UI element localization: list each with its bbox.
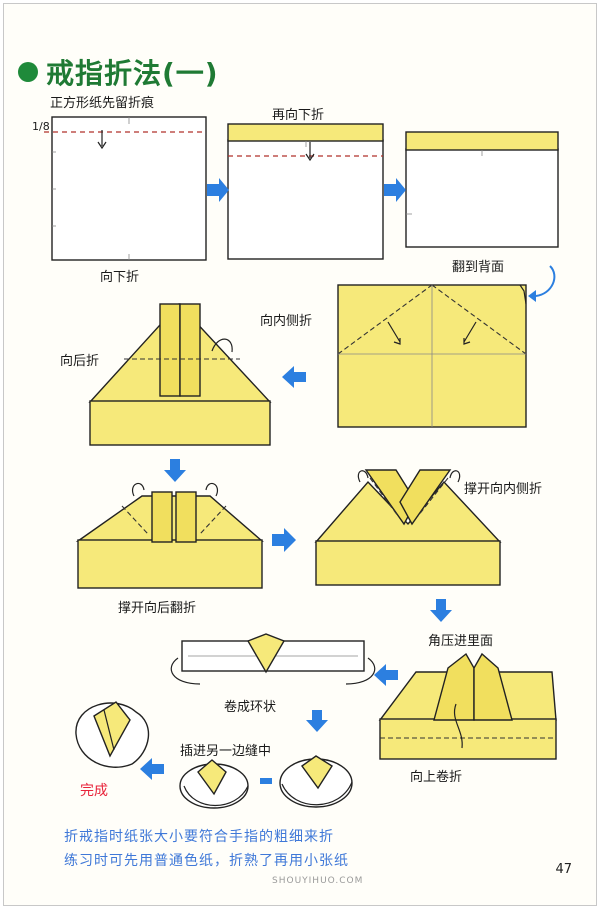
step8-label: 角压进里面 [428,634,494,649]
step4-label: 向内侧折 [260,314,313,329]
bullet-dot-icon [18,62,38,82]
step11-ring [179,755,353,809]
step6-label: 撑开向后翻折 [118,601,197,616]
step9-label: 向上卷折 [410,770,463,785]
step7-shape [314,469,502,586]
step3-bottom-label: 翻到背面 [452,260,505,275]
done-ring [75,701,150,768]
step6-shape [75,482,264,589]
step1-fraction-label: 1/8 [32,120,50,133]
step1-bottom-label: 向下折 [100,270,140,285]
note-line-1: 折戒指时纸张大小要符合手指的粗细来折 [64,829,334,845]
step2-top-label: 再向下折 [272,108,325,123]
step3-square [405,131,559,248]
step5-triangle [88,302,272,446]
step1-square [44,116,207,261]
page-number: 47 [555,862,572,877]
step10-label: 卷成环状 [224,700,277,715]
watermark: SHOUYIHUO.COM [272,876,364,886]
step7-label: 撑开向内侧折 [464,482,543,497]
instruction-page: 戒指折法(一) [3,3,597,906]
step1-top-label: 正方形纸先留折痕 [50,96,155,111]
done-label: 完成 [80,783,108,799]
step10-strip [170,633,376,685]
note-line-2: 练习时可先用普通色纸，折熟了再用小张纸 [64,853,349,869]
page-title: 戒指折法(一) [18,52,219,92]
title-text: 戒指折法(一) [46,57,219,90]
step8-shape [378,652,557,760]
step11-label: 插进另一边缝中 [180,744,272,759]
step4-folded [337,284,527,428]
step2-square [227,123,384,260]
folding-diagrams [44,116,559,809]
step5-label: 向后折 [60,354,100,369]
